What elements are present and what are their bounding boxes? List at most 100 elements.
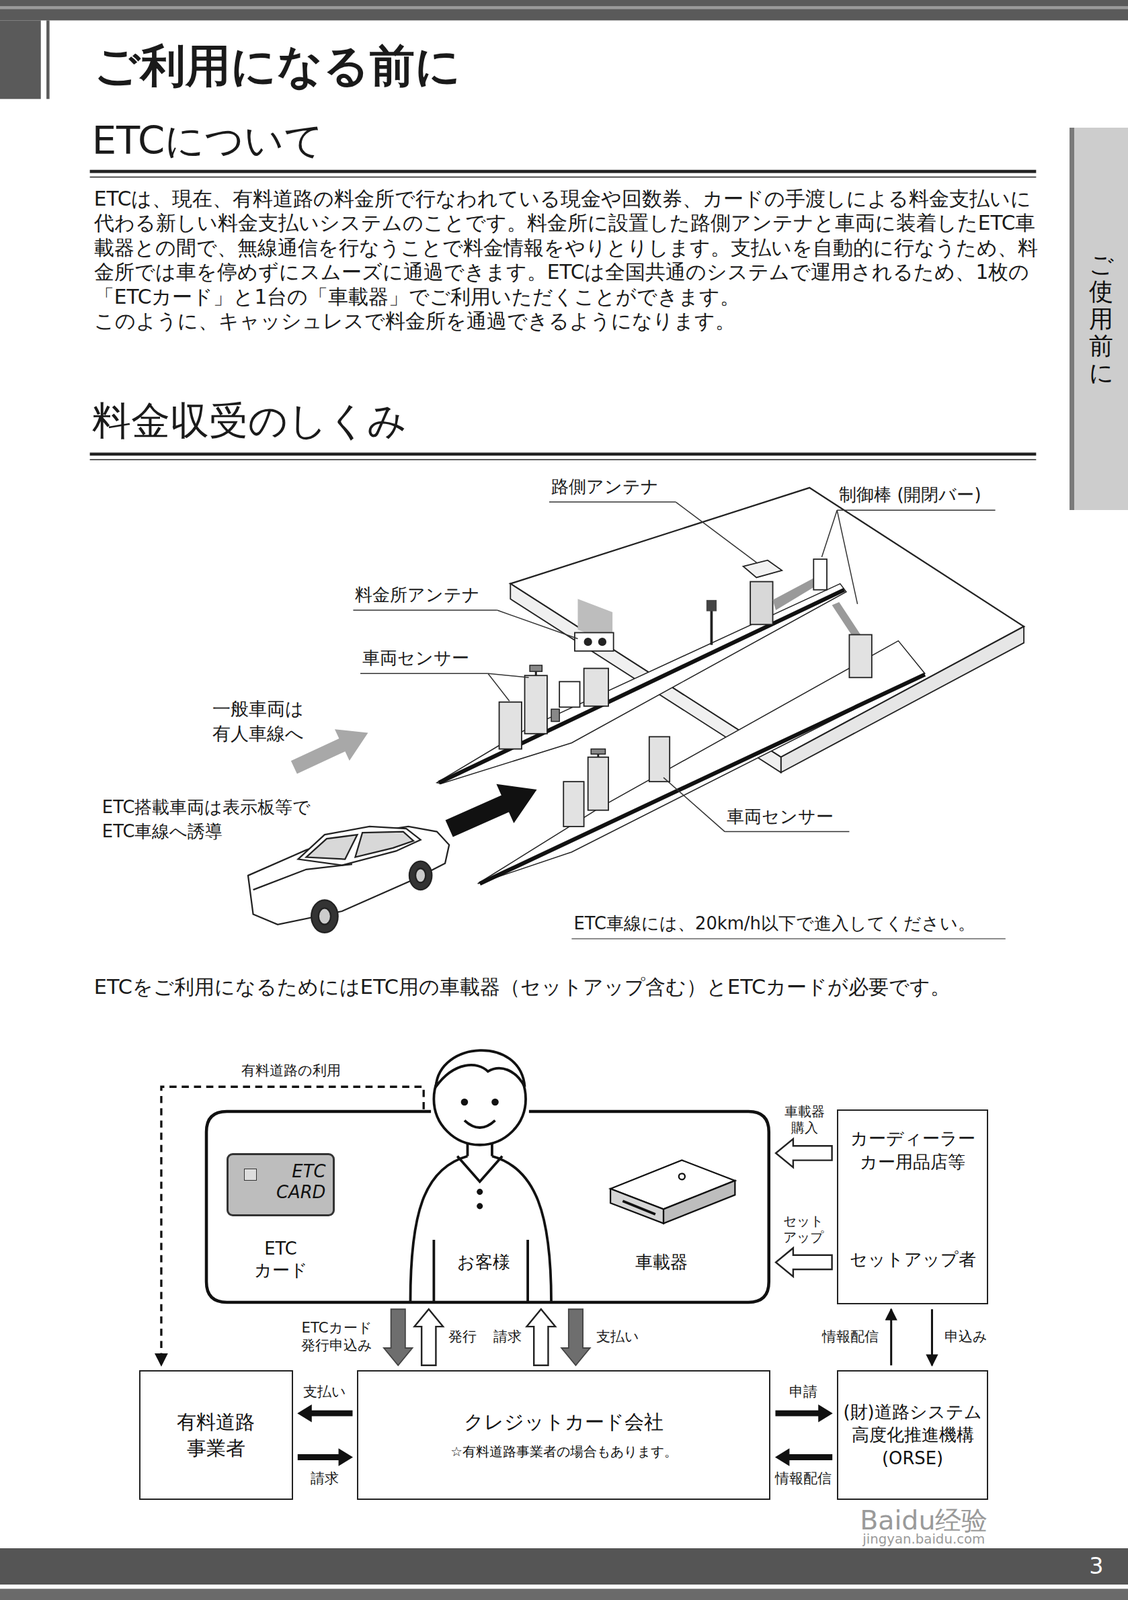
text-holder: クレジットカード会社 [463,1411,664,1435]
button [476,1203,483,1210]
label-holder: このように、キャッシュレスで料金所を通過できるようになります。 [94,309,1039,334]
antenna-post [750,582,773,626]
lane-island-edge [438,590,845,784]
edge-label: 支払い [594,1328,641,1347]
onboard-unit [610,1160,735,1225]
neck [490,1144,494,1157]
part-label: 車両センサー [362,648,470,669]
header-tab [0,20,42,99]
edge-label: 車載器 購入 [782,1105,827,1137]
car-illustration [248,826,450,934]
text-holder: 車載器 [635,1252,688,1274]
connector-arrow [297,1405,352,1422]
label-holder: 制御棒 (開閉バー) [838,484,981,506]
customer-group-box: お客様車載器ETC CARDETC カード [204,1109,772,1305]
section-heading: ETCについて [92,117,325,165]
leader-line [836,510,858,605]
rounded-border [206,1111,770,1303]
toll-plaza [436,488,1024,884]
text-holder: ETC CARD [276,1161,326,1204]
collar [457,1156,503,1182]
gate-post [849,635,872,679]
lane-island-edge [479,674,925,884]
label-holder: ETCについて [92,117,325,165]
edge-label: 情報配信 [773,1470,834,1489]
connector-arrow [775,1405,833,1422]
gantry-antenna [574,632,614,651]
sensor-post [649,736,670,782]
leader-line [488,673,510,702]
connector-arrow [527,1309,556,1366]
label-holder: Baidu经验 [859,1505,988,1537]
text-holder: ETC カード [254,1238,308,1282]
sensor-cap [529,665,542,672]
node-text: カーディーラー カー用品店等 [850,1127,976,1175]
part-label: 路側アンテナ [551,476,659,498]
eye [461,1099,469,1107]
edge-label-holder: 発行 [447,1328,479,1347]
sensor-pole [535,671,538,676]
node-text: ☆有料道路事業者の場合もあります。 [450,1444,678,1461]
edge-label: ETCカード 発行申込み [299,1320,375,1355]
label-holder: 料金収受のしくみ [92,397,407,445]
page-footer-bar: 3 [0,1548,1128,1586]
node-text: ETC CARD [276,1161,326,1204]
edge-label-holder: 支払い [594,1328,641,1347]
connector-arrow [890,1309,893,1366]
sensor-post [499,702,522,750]
antenna-lens [598,637,607,647]
gate-post [813,559,827,591]
sensor-post [588,757,609,811]
connector-arrow [775,1139,833,1169]
label-holder: 車両センサー [362,648,470,669]
note-label: ETC搭載車両は表示板等で ETC車線へ誘導 [102,795,312,844]
leader-line [360,672,489,675]
text-holder: セットアップ者 [849,1249,977,1271]
shoulder [410,1156,468,1303]
node-text: セットアップ者 [849,1249,977,1271]
eye [491,1099,499,1107]
edge-label-holder: ETCカード 発行申込み [299,1320,375,1355]
label-holder: 一般車両は 有人車線へ [212,697,304,747]
edge-label-holder: 申請 [787,1384,820,1402]
node-text: クレジットカード会社 [463,1411,664,1435]
roadside-antenna [743,560,783,579]
label-holder: ETCをご利用になるためにはETC用の車載器（セットアップ含む）とETCカードが… [94,974,1039,1001]
booth [584,668,609,707]
edge-label: 支払い [301,1384,349,1402]
text-holder: ご使用前に [1089,251,1114,386]
edge-label-holder: 支払い [301,1384,349,1402]
part-label: 車両センサー [726,806,834,828]
leader-line [663,777,725,832]
car-body [248,826,450,925]
label-holder: jingyan.baidu.com [862,1532,985,1549]
node-text: ご使用前に [1089,251,1114,386]
smile [464,1120,496,1128]
edge-label: 請求 [309,1470,341,1489]
lane-island [436,584,847,785]
dealer-box: カーディーラー カー用品店等セットアップ者 [836,1109,989,1305]
sensor-pole [596,754,599,758]
button [476,1189,483,1196]
label-holder: ETC搭載車両は表示板等で ETC車線へ誘導 [102,795,312,844]
arm-line [526,1240,530,1303]
car-window [354,832,414,858]
gate-bar [773,576,821,611]
note-label: ETC車線には、20km/h以下で進入してください。 [573,913,976,935]
leader-line [352,609,497,612]
connector-arrow [161,1086,424,1366]
text-holder: ☆有料道路事業者の場合もあります。 [450,1444,678,1461]
unit-slot [622,1201,656,1215]
watermark: jingyan.baidu.com [862,1532,985,1549]
edge-label-holder: 情報配信 [773,1470,834,1489]
edge-label: 有料道路の利用 [239,1062,343,1080]
sensor-post [563,781,584,827]
hair [435,1050,525,1087]
edge-label-holder: セット アップ [781,1214,826,1246]
edge-label-holder: 有料道路の利用 [239,1062,343,1080]
leader-line [836,509,995,511]
connector-arrow [561,1309,591,1366]
edge-label: 発行 [447,1328,479,1347]
body-paragraph: ETCをご利用になるためにはETC用の車載器（セットアップ含む）とETCカードが… [94,974,1039,1001]
shoulder [492,1156,552,1303]
